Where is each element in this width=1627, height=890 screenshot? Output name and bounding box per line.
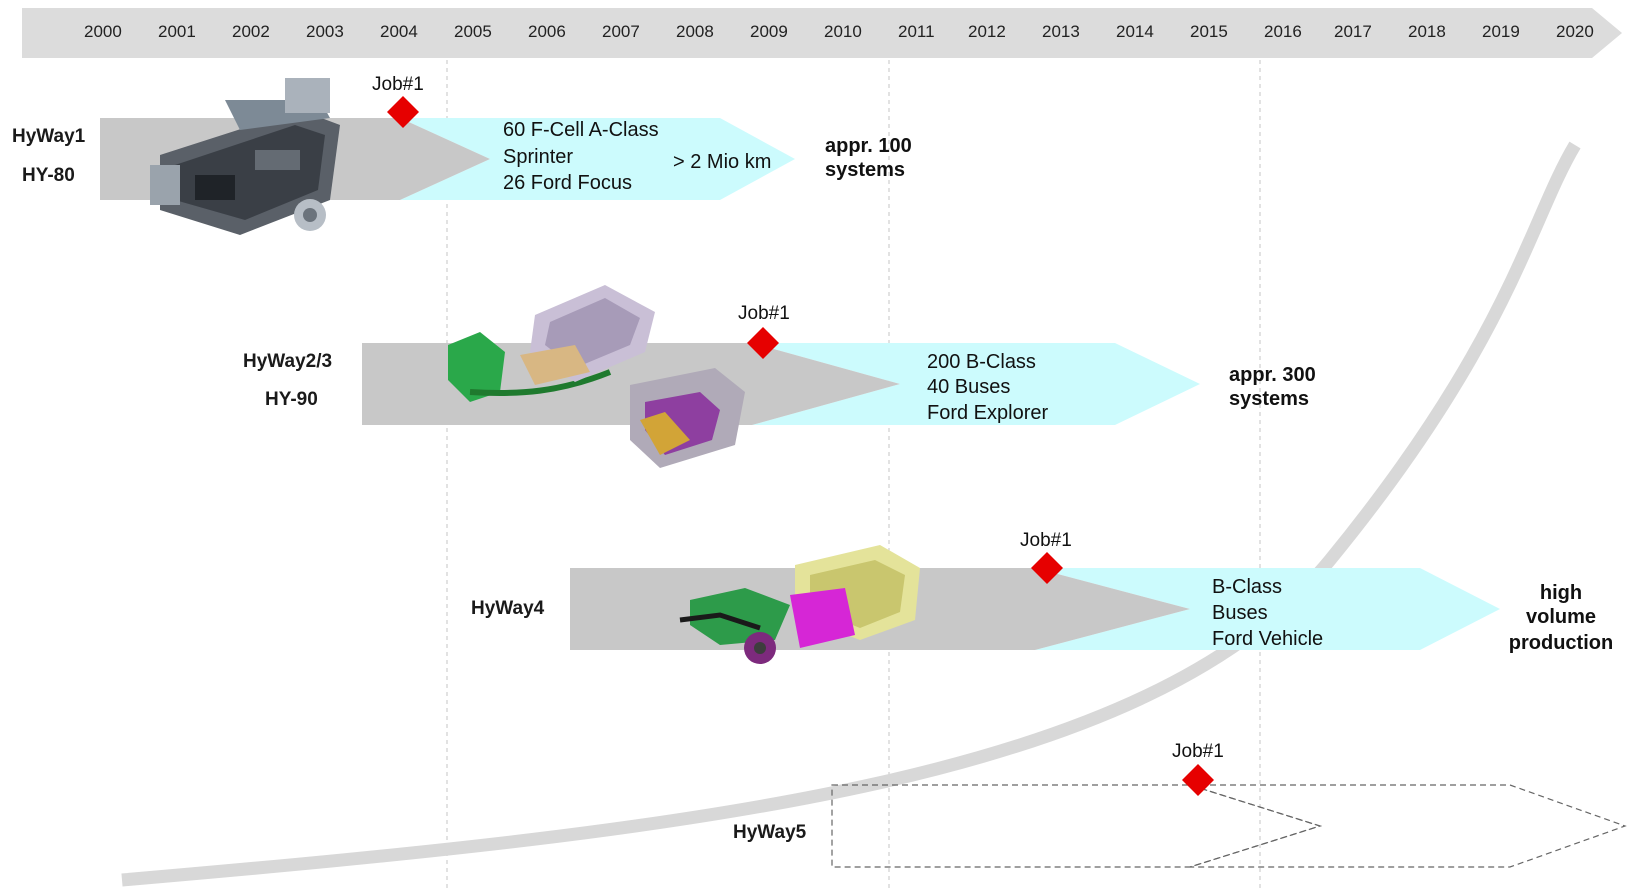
hyway4-result-line-2: volume — [1525, 606, 1597, 628]
year-label: 2013 — [1042, 22, 1080, 41]
hyway4-milestone-diamond — [1031, 552, 1063, 584]
year-label: 2012 — [968, 22, 1006, 41]
year-label: 2003 — [306, 22, 344, 41]
hyway5-row — [831, 784, 1627, 868]
hyway1-name: HyWay1 — [12, 126, 86, 147]
hyway23-result-line-1: appr. 300 — [1229, 364, 1316, 386]
timeline-arrow — [22, 8, 1622, 58]
hyway1-vehicle-2: Sprinter — [503, 146, 574, 168]
hyway4-job-label: Job#1 — [1020, 530, 1072, 551]
year-label: 2010 — [824, 22, 862, 41]
year-label: 2004 — [380, 22, 418, 41]
hyway1-bar-tip — [400, 118, 490, 200]
year-label: 2015 — [1190, 22, 1228, 41]
hyway23-bar-tip — [752, 343, 900, 425]
hyway5-job-label: Job#1 — [1172, 741, 1224, 762]
hyway4-production-arrow — [1035, 568, 1500, 650]
year-label: 2002 — [232, 22, 270, 41]
hyway5-name: HyWay5 — [733, 822, 807, 843]
hyway23-result-line-2: systems — [1229, 388, 1310, 410]
hyway4-vehicle-3: Ford Vehicle — [1212, 628, 1324, 650]
growth-curve — [121, 141, 1581, 887]
year-label: 2000 — [84, 22, 122, 41]
hyway1-mileage: > 2 Mio km — [673, 151, 772, 173]
fuel-cell-system-hy90-image — [448, 285, 745, 468]
hyway23-milestone-diamond — [747, 327, 779, 359]
hyway1-vehicle-1: 60 F-Cell A-Class — [503, 119, 659, 141]
hy80-name: HY-80 — [22, 165, 75, 186]
year-label: 2005 — [454, 22, 492, 41]
hyway4-vehicle-1: B-Class — [1212, 576, 1283, 598]
year-label: 2008 — [676, 22, 714, 41]
hyway1-production-arrow — [400, 118, 795, 200]
year-label: 2019 — [1482, 22, 1520, 41]
year-label: 2018 — [1408, 22, 1446, 41]
year-label: 2006 — [528, 22, 566, 41]
hyway1-result-line-2: systems — [825, 159, 906, 181]
hyway1-row — [100, 78, 795, 235]
year-label: 2020 — [1556, 22, 1594, 41]
year-label: 2001 — [158, 22, 196, 41]
hyway4-result-line-1: high — [1539, 582, 1583, 604]
hyway4-vehicle-2: Buses — [1212, 602, 1268, 624]
hyway23-vehicle-1: 200 B-Class — [927, 351, 1036, 373]
hyway1-result-line-1: appr. 100 — [825, 135, 912, 157]
hyway1-vehicle-3: 26 Ford Focus — [503, 172, 632, 194]
hy90-name: HY-90 — [265, 389, 318, 410]
hyway1-job-label: Job#1 — [372, 74, 424, 95]
hyway23-production-arrow — [752, 343, 1200, 425]
fuel-cell-system-hyway4-image — [679, 545, 920, 664]
year-label: 2016 — [1264, 22, 1302, 41]
hyway4-row — [570, 545, 1500, 664]
hyway1-milestone-diamond — [387, 96, 419, 128]
fuel-cell-system-hy80-image — [150, 78, 340, 235]
hyway5-production-outline — [1189, 784, 1627, 868]
hyway4-bar-tip — [1035, 568, 1190, 650]
year-label: 2014 — [1116, 22, 1154, 41]
hyway23-vehicle-2: 40 Buses — [927, 376, 1011, 398]
year-label: 2009 — [750, 22, 788, 41]
hyway23-vehicle-3: Ford Explorer — [927, 402, 1049, 424]
hyway4-name: HyWay4 — [471, 598, 545, 619]
hyway23-name: HyWay2/3 — [243, 351, 333, 372]
year-label: 2017 — [1334, 22, 1372, 41]
hyway5-milestone-diamond — [1182, 764, 1214, 796]
year-label: 2007 — [602, 22, 640, 41]
hyway23-job-label: Job#1 — [738, 303, 790, 324]
hyway4-result-line-3: production — [1508, 632, 1614, 654]
year-label: 2011 — [898, 22, 935, 41]
hyway23-row — [362, 285, 1200, 468]
hyway5-development-outline — [831, 784, 1322, 868]
